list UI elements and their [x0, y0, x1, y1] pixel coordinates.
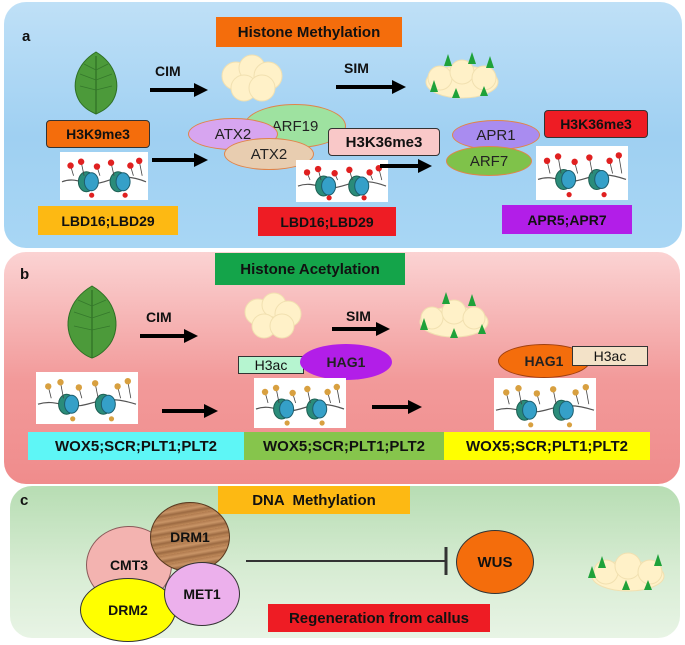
- arrow-icon: [140, 329, 198, 343]
- met1-enzyme: MET1: [164, 562, 240, 626]
- h3ac-mark-right: H3ac: [572, 346, 648, 366]
- regeneration-from-callus-label: Regeneration from callus: [268, 604, 490, 632]
- drm1-enzyme: DRM1: [150, 502, 230, 572]
- nucleosome-icon: [36, 372, 138, 424]
- panel-a-label: a: [22, 28, 31, 45]
- panel-b-title: Histone Acetylation: [215, 253, 405, 285]
- sim-label-a: SIM: [344, 60, 369, 76]
- arrow-icon: [380, 159, 432, 173]
- h3k9me3-mark: H3K9me3: [46, 120, 150, 148]
- nucleosome-icon: [254, 378, 346, 428]
- gene-wox5-scr-plt-right: WOX5;SCR;PLT1;PLT2: [444, 432, 650, 460]
- regenerating-callus-icon: [588, 552, 665, 592]
- gene-lbd16-lbd29-mid: LBD16;LBD29: [258, 207, 396, 236]
- arf7-protein: ARF7: [446, 146, 532, 176]
- gene-lbd16-lbd29-left: LBD16;LBD29: [38, 206, 178, 235]
- cim-label-b: CIM: [146, 309, 172, 325]
- nucleosome-icon: [60, 152, 148, 200]
- h3k36me3-mark-mid: H3K36me3: [328, 128, 440, 156]
- gene-apr5-apr7: APR5;APR7: [502, 205, 632, 234]
- panel-a-title: Histone Methylation: [216, 17, 402, 47]
- inhibition-arrow-icon: [246, 547, 448, 575]
- panel-b-label: b: [20, 266, 30, 283]
- cim-label-a: CIM: [155, 63, 181, 79]
- callus-icon: [244, 292, 302, 339]
- nucleosome-icon: [296, 160, 388, 202]
- nucleosome-icon: [494, 378, 596, 430]
- hag1-protein-mid: HAG1: [300, 344, 392, 380]
- drm2-enzyme: DRM2: [80, 578, 176, 642]
- panel-c-label: c: [20, 492, 29, 509]
- h3k36me3-mark-right: H3K36me3: [544, 110, 648, 138]
- sim-label-b: SIM: [346, 308, 371, 324]
- regenerating-callus-icon: [419, 292, 489, 338]
- arrow-icon: [152, 153, 208, 167]
- gene-wox5-scr-plt-mid: WOX5;SCR;PLT1;PLT2: [244, 432, 444, 460]
- arrow-icon: [336, 80, 406, 94]
- wus-gene: WUS: [456, 530, 534, 594]
- arrow-icon: [332, 322, 390, 336]
- gene-wox5-scr-plt-left: WOX5;SCR;PLT1;PLT2: [28, 432, 244, 460]
- apr1-protein: APR1: [452, 120, 540, 150]
- leaf-icon: [74, 51, 118, 115]
- callus-icon: [221, 54, 283, 102]
- h3ac-mark-mid: H3ac: [238, 356, 304, 374]
- arrow-icon: [372, 400, 422, 414]
- nucleosome-icon: [536, 146, 628, 200]
- panel-c-title: DNA Methylation: [218, 486, 410, 514]
- leaf-icon: [67, 285, 117, 359]
- arrow-icon: [150, 83, 208, 97]
- arrow-icon: [162, 404, 218, 418]
- regenerating-callus-icon: [425, 52, 499, 99]
